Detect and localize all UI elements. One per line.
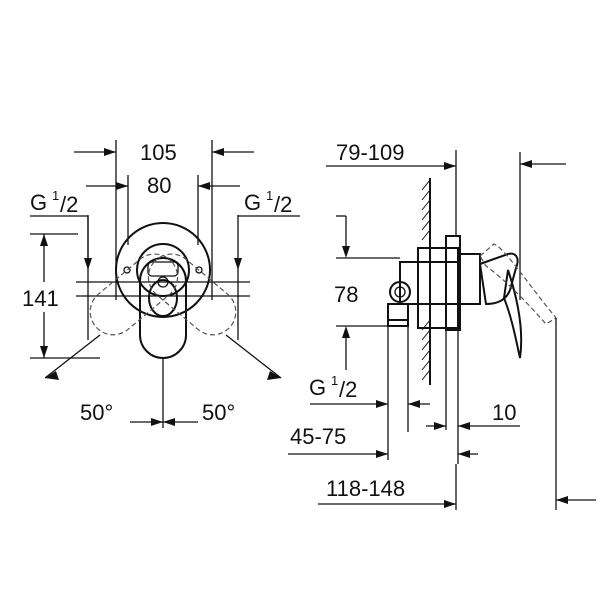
- thread-left-sub: /2: [60, 192, 78, 217]
- thread-right-sup: 1: [266, 188, 273, 203]
- thread-label-left: G: [30, 190, 47, 215]
- dimension-79-109: 79-109: [336, 140, 405, 165]
- thread-left-sup: 1: [52, 188, 59, 203]
- dimension-141: 141: [22, 286, 59, 311]
- dimension-105: 105: [140, 140, 177, 165]
- angle-right: 50°: [202, 400, 235, 425]
- dimension-45-75: 45-75: [290, 424, 346, 449]
- thread-label-side: G: [309, 375, 326, 400]
- angle-left: 50°: [80, 400, 113, 425]
- dimension-78: 78: [334, 282, 358, 307]
- thread-side-sup: 1: [331, 373, 338, 388]
- thread-right-sub: /2: [274, 192, 292, 217]
- dimension-118-148: 118-148: [326, 476, 405, 501]
- dimension-80: 80: [147, 173, 171, 198]
- wall-hatch: [421, 179, 431, 381]
- front-view: 105 80 G 1 /2 G 1 /2 141: [22, 140, 300, 428]
- dimension-10: 10: [492, 400, 516, 425]
- thread-label-right: G: [244, 190, 261, 215]
- side-view: 79-109 78: [288, 140, 596, 510]
- thread-side-sub: /2: [339, 377, 357, 402]
